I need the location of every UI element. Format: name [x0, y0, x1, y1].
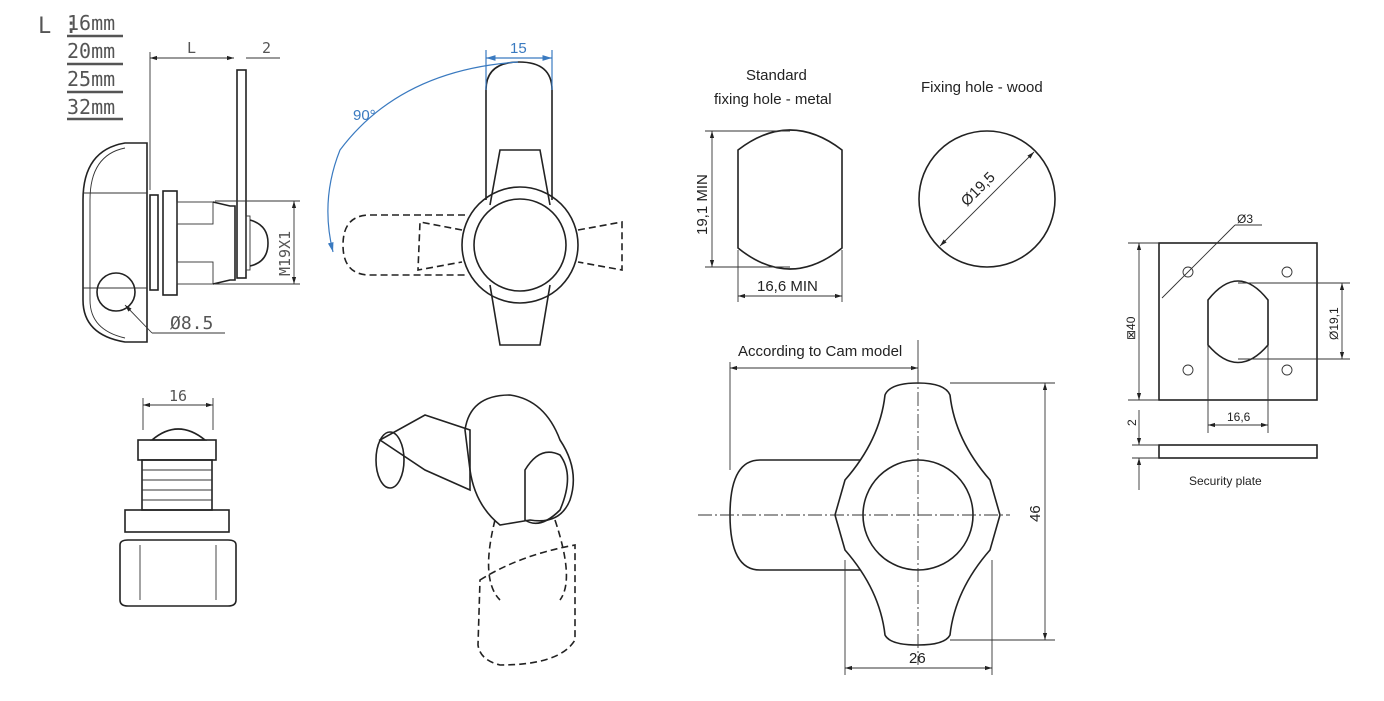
metal-width-label: 16,6 MIN	[757, 278, 818, 295]
cam-view: According to Cam model 46 26	[698, 340, 1055, 675]
thread-label: M19X1	[276, 231, 294, 276]
plate-slot-height: Ø19,1	[1327, 307, 1341, 340]
plate-thickness-label: 2	[262, 39, 271, 57]
length-options: L : 16mm 20mm 25mm 32mm	[38, 11, 123, 121]
fixing-hole-metal: Standard fixing hole - metal 19,1 MIN 16…	[694, 67, 843, 302]
security-plate: Ø3 ⊠40 Ø19,1 16,6 2 Security plate	[1124, 212, 1350, 490]
metal-title-line1: Standard	[746, 67, 807, 84]
plate-thickness: 2	[1125, 419, 1139, 426]
wood-diameter-label: Ø19,5	[958, 169, 999, 210]
length-label: L	[187, 39, 196, 57]
fixing-hole-wood: Fixing hole - wood Ø19,5	[918, 79, 1056, 268]
cam-width-label: 15	[510, 40, 527, 57]
padlock-view	[375, 394, 576, 666]
wood-title: Fixing hole - wood	[921, 79, 1043, 96]
front-view: 16	[119, 387, 237, 607]
front-width-label: 16	[169, 387, 187, 405]
length-option: 32mm	[67, 95, 115, 119]
length-option: 20mm	[67, 39, 115, 63]
metal-title-line2: fixing hole - metal	[714, 91, 832, 108]
cam-width-label: 26	[909, 650, 926, 667]
plate-hole-dia: Ø3	[1237, 212, 1253, 226]
key-hole-label: Ø8.5	[170, 313, 213, 334]
length-option: 16mm	[67, 11, 115, 35]
side-view: L 2 M19X1 Ø8.5	[82, 39, 300, 343]
security-plate-caption: Security plate	[1189, 474, 1262, 488]
length-option: 25mm	[67, 67, 115, 91]
rotation-angle-label: 90°	[353, 107, 376, 124]
plate-slot-width: 16,6	[1227, 410, 1251, 424]
metal-height-label: 19,1 MIN	[694, 174, 711, 235]
plate-size-label: ⊠40	[1124, 316, 1138, 340]
cam-model-label: According to Cam model	[738, 343, 902, 360]
rotation-view: 15 90°	[327, 40, 623, 346]
cam-height-label: 46	[1027, 505, 1044, 522]
